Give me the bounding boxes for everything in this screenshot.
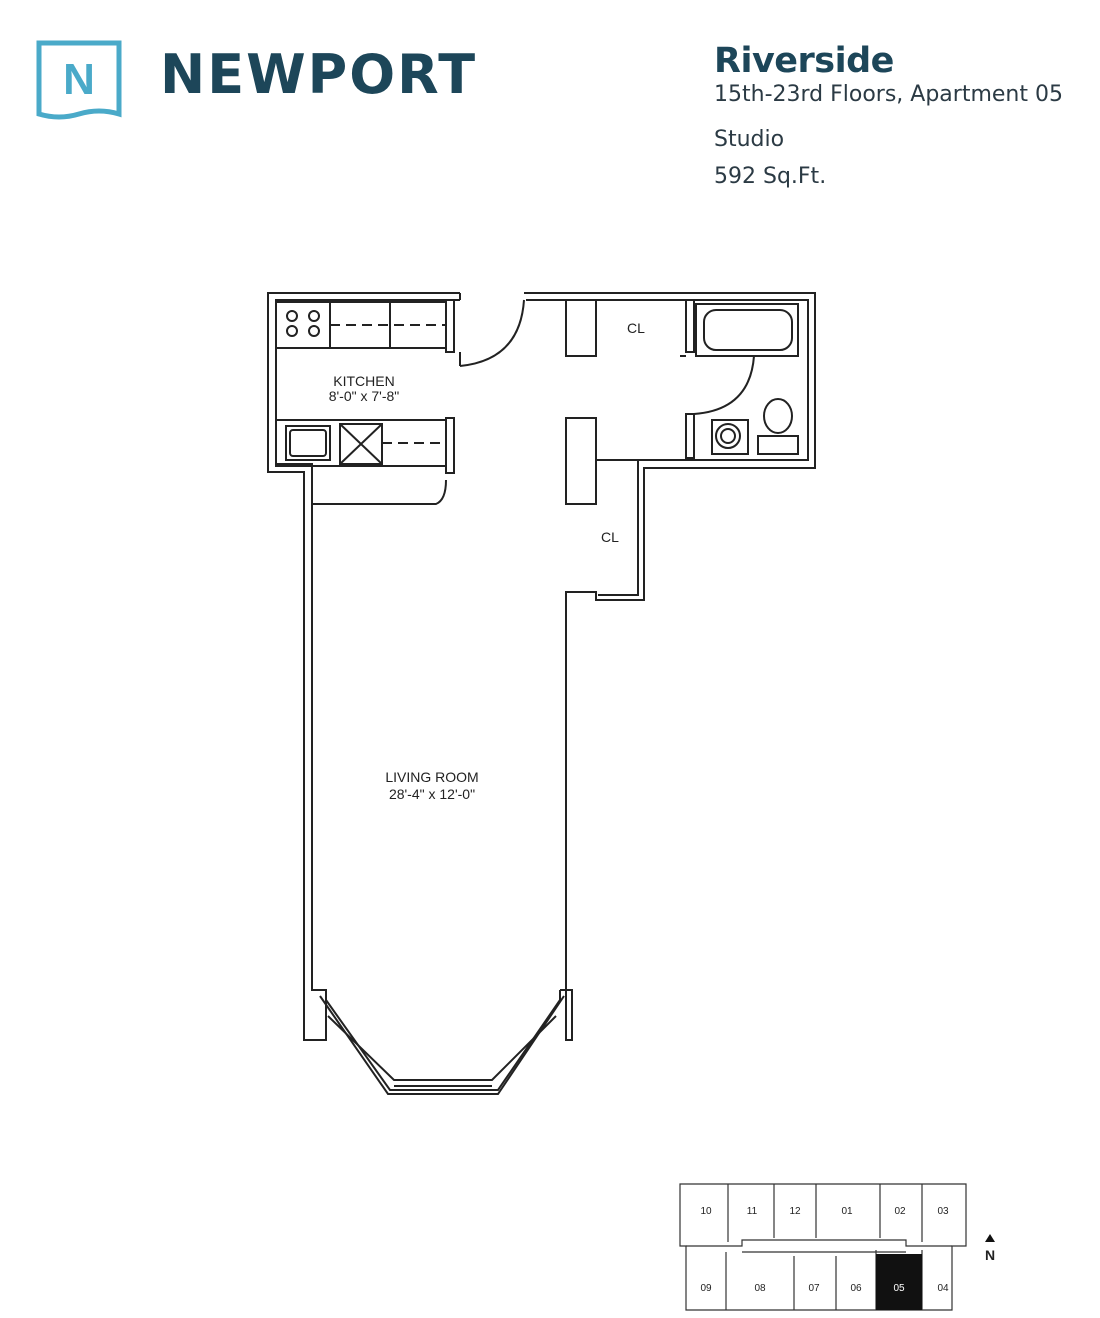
- keyplan-unit: 12: [789, 1206, 801, 1217]
- keyplan-unit: 10: [700, 1206, 712, 1217]
- north-label: N: [985, 1247, 995, 1263]
- brand-name: NEWPORT: [160, 43, 478, 106]
- keyplan-unit: 01: [841, 1206, 853, 1217]
- unit-type: Studio: [714, 127, 785, 152]
- unit-area: 592 Sq.Ft.: [714, 164, 827, 189]
- keyplan-unit-highlighted: 05: [893, 1283, 905, 1294]
- keyplan-unit: 08: [754, 1283, 766, 1294]
- floor-plan: KITCHEN 8'-0" x 7'-8" CL CL LIVING ROOM …: [267, 292, 816, 1095]
- keyplan-unit: 09: [700, 1283, 712, 1294]
- keyplan-unit: 02: [894, 1206, 906, 1217]
- keyplan-unit: 11: [747, 1206, 758, 1217]
- unit-info: Riverside 15th-23rd Floors, Apartment 05…: [714, 41, 1063, 190]
- kitchen-label: KITCHEN: [333, 373, 394, 389]
- keyplan-unit: 03: [937, 1206, 949, 1217]
- keyplan-unit: 07: [808, 1283, 820, 1294]
- closet-label-top: CL: [627, 320, 645, 336]
- north-arrow-icon: [985, 1234, 995, 1242]
- closet-label-middle: CL: [601, 529, 619, 545]
- kitchen-dims: 8'-0" x 7'-8": [329, 388, 400, 404]
- highlighted-unit: [876, 1254, 922, 1310]
- logo-letter: N: [63, 55, 95, 104]
- keyplan-unit: 04: [937, 1283, 949, 1294]
- living-room-dims: 28'-4" x 12'-0": [389, 786, 475, 802]
- keyplan-unit: 06: [850, 1283, 862, 1294]
- living-room-label: LIVING ROOM: [385, 769, 478, 785]
- newport-logo-icon: N: [36, 40, 122, 120]
- floor-range: 15th-23rd Floors, Apartment 05: [714, 82, 1063, 107]
- building-name: Riverside: [714, 41, 894, 81]
- key-plan: 10 11 12 01 02 03 09 08 07 06 05 04 N: [679, 1183, 995, 1311]
